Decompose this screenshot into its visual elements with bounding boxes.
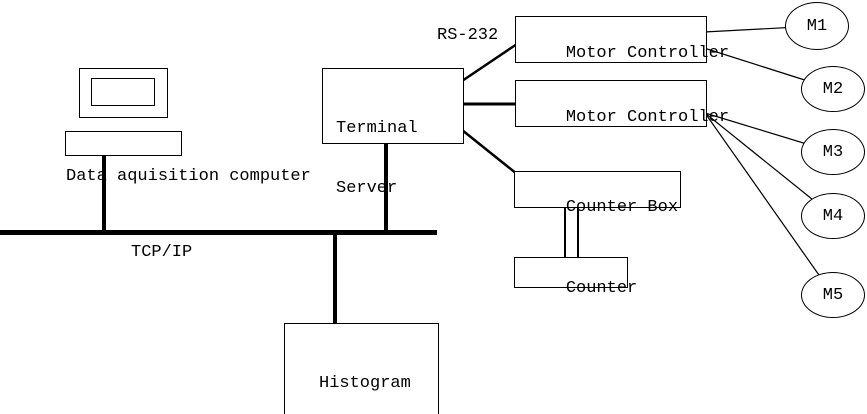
rs232-link-motor-controller-1-line [461,42,518,83]
counter-box-box: Counter Box [514,171,681,217]
motor-controller-1-box: Motor Controller [515,16,729,63]
computer-monitor-icon [79,68,168,118]
motor-m5-node: M5 [801,272,865,318]
counter-box-label: Counter Box [565,198,679,217]
motor-m5-label: M5 [822,285,844,305]
motor-controller-2-label: Motor Controller [565,108,730,127]
computer-screen-icon [91,78,155,106]
motor-m4-label: M4 [822,206,844,226]
terminal-server-box: Terminal Server [322,68,464,198]
tcpip-label: TCP/IP [131,243,193,262]
terminal-server-label-line1: Terminal [336,119,418,138]
computer-keyboard-icon [65,131,182,156]
motor-m3-node: M3 [801,129,865,175]
link-counter-box-line [461,129,518,175]
motor-m2-node: M2 [801,66,865,112]
counter-box: Counter [514,257,637,298]
mc2-to-m5-line [704,112,834,296]
motor-m3-label: M3 [822,142,844,162]
terminal-server-label-line2: Server [336,179,398,198]
rs232-label: RS-232 [437,26,499,45]
motor-m4-node: M4 [801,193,865,239]
histogram-memory-label-line1: Histogram [319,374,411,393]
motor-m1-node: M1 [785,2,849,50]
histogram-memory-box: Histogram Memory [284,323,439,414]
motor-controller-2-box: Motor Controller [515,80,729,127]
computer-label: Data aquisition computer [66,167,311,186]
motor-controller-1-label: Motor Controller [565,44,730,63]
motor-m2-label: M2 [822,79,844,99]
motor-m1-label: M1 [806,16,828,36]
counter-label: Counter [565,279,638,298]
